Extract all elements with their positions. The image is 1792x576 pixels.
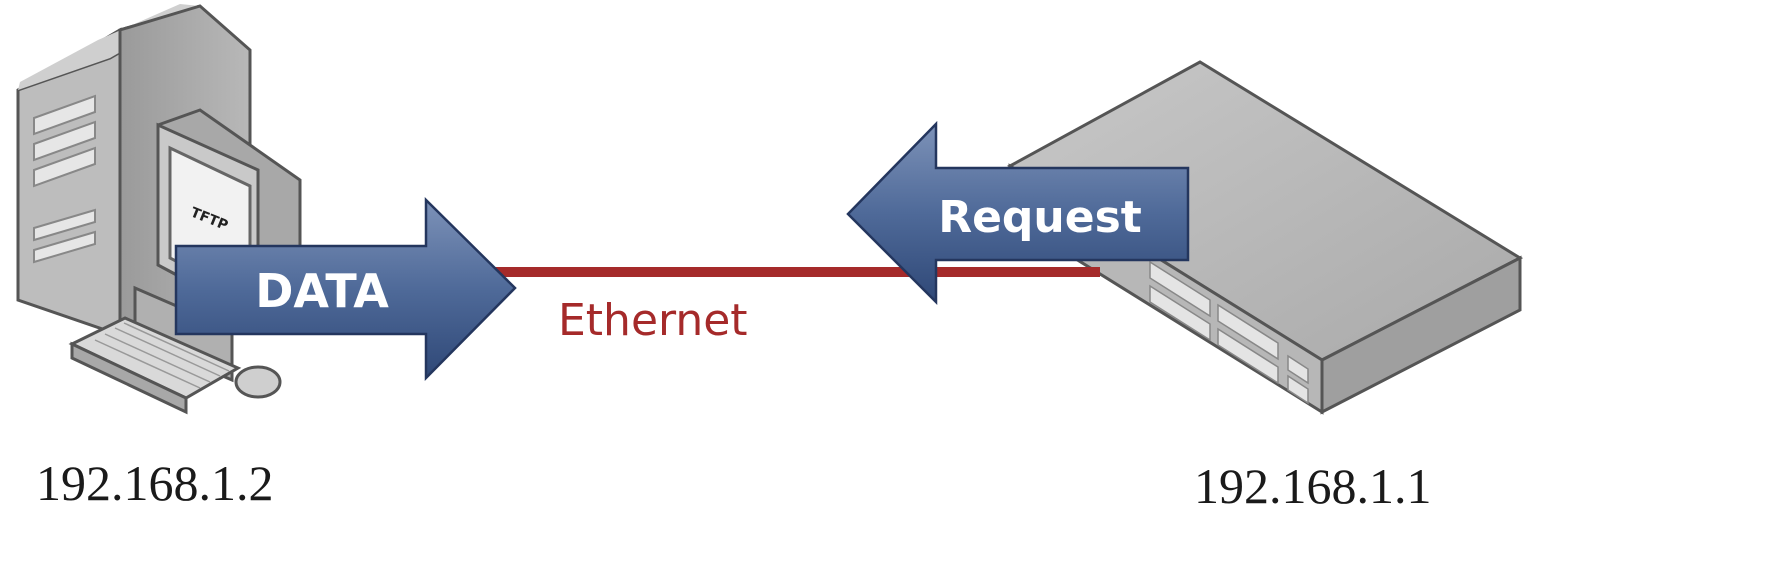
ethernet-label: Ethernet: [558, 295, 748, 346]
request-arrow-label: Request: [938, 192, 1142, 243]
switch-ports: [1149, 260, 1309, 405]
drive-bays: [33, 94, 96, 264]
request-arrow: [846, 120, 1190, 306]
computer-icon: [16, 4, 302, 415]
data-arrow: [174, 197, 517, 382]
pc-ip-address: 192.168.1.2: [36, 455, 274, 511]
data-arrow-label: DATA: [255, 264, 389, 318]
switch-ip-address: 192.168.1.1: [1194, 458, 1432, 514]
